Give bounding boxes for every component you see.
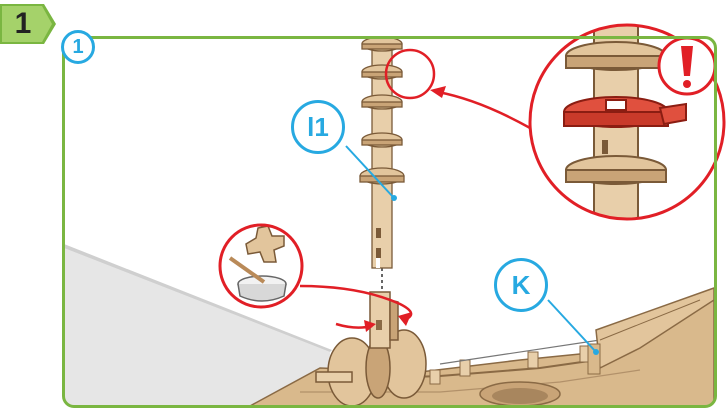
part-label-l1: l1 — [291, 100, 345, 154]
substep-badge: 1 — [61, 30, 95, 64]
part-label-k: K — [494, 258, 548, 312]
step-number: 1 — [6, 8, 40, 40]
step-frame — [62, 36, 717, 408]
step-badge: 1 — [0, 4, 58, 44]
